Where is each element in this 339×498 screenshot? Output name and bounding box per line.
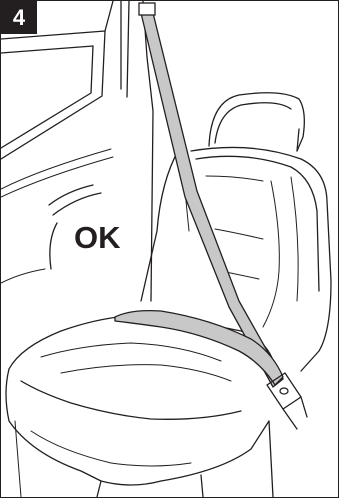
door-contour	[1, 149, 113, 283]
belt-buckle-icon	[267, 373, 307, 429]
step-number-badge: 4	[1, 1, 37, 34]
headrest	[209, 93, 304, 151]
window-frame	[1, 1, 153, 301]
lap-belt	[115, 311, 283, 385]
status-label-ok: OK	[74, 220, 121, 256]
